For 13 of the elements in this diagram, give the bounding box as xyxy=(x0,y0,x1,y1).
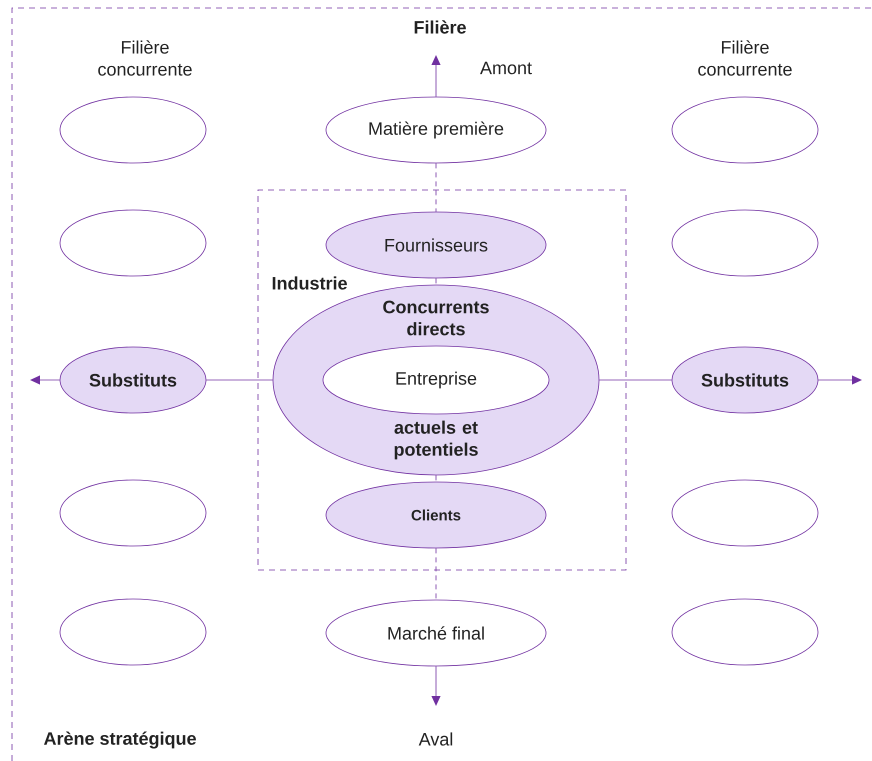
label-text: Filière concurrente xyxy=(698,40,792,76)
empty-ellipse xyxy=(60,210,206,276)
empty-ellipse xyxy=(60,598,206,666)
empty-ellipse xyxy=(672,598,818,666)
empty-ellipse xyxy=(672,480,818,546)
empty-ellipse xyxy=(672,96,818,164)
empty-ellipse xyxy=(60,480,206,546)
label-text: Filière xyxy=(414,20,466,34)
empty-ellipse xyxy=(672,210,818,276)
label-text: Filière concurrente xyxy=(98,40,192,76)
label-text: Aval xyxy=(418,732,452,746)
empty-ellipse xyxy=(60,96,206,164)
label-text: Amont xyxy=(480,62,532,74)
